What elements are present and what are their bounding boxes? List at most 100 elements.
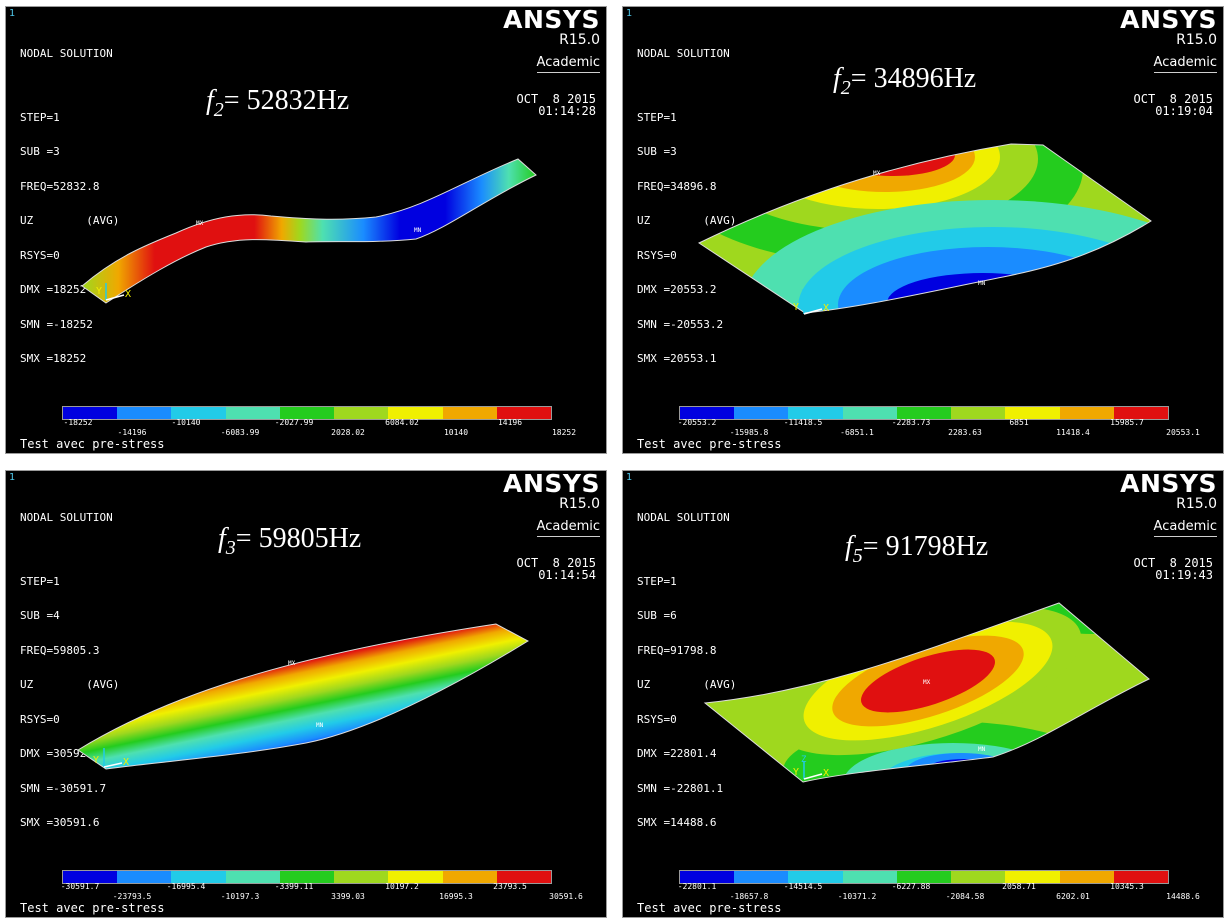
legend-swatch: [1059, 407, 1114, 419]
legend-label: -10197.3: [220, 892, 260, 901]
deformed-plate-shape: [705, 603, 1149, 782]
brand-edition: Academic: [1153, 519, 1217, 537]
header-line: STEP=1: [637, 574, 677, 588]
freq-symbol: f: [833, 63, 841, 94]
min-marker: MN: [316, 722, 324, 729]
brand-edition: Academic: [536, 55, 600, 73]
freq-value: = 59805Hz: [235, 523, 362, 554]
legend-swatch: [896, 871, 952, 883]
freq-value: = 34896Hz: [850, 63, 977, 94]
legend-swatch: [171, 871, 226, 883]
header-line: SUB =6: [637, 609, 677, 622]
min-marker: MN: [978, 746, 986, 753]
mode-shape-plot: MX MN Z Y X: [697, 143, 1152, 315]
header-line: NODAL SOLUTION: [637, 47, 730, 60]
date-text: OCT 8 2015: [1133, 92, 1213, 106]
legend-swatch: [1113, 407, 1168, 419]
ansys-logo: ANSYS R15.0 Academic: [1120, 471, 1217, 537]
legend-swatch: [496, 871, 551, 883]
header-line: RSYS=0: [20, 248, 60, 262]
freq-symbol: f: [218, 523, 226, 554]
triad-icon: Z Y X: [793, 755, 829, 780]
legend-label: 3399.03: [331, 892, 365, 901]
legend-label: 10140: [443, 428, 469, 437]
header-line: SUB =4: [20, 609, 60, 622]
legend-label: 6851: [1009, 418, 1029, 427]
legend-label: 11418.4: [1056, 428, 1090, 437]
freq-value: = 91798Hz: [862, 531, 989, 562]
legend-label: -16995.4: [166, 882, 206, 891]
axis-x-label: X: [823, 303, 829, 314]
deformed-plate-shape: [78, 624, 528, 769]
axis-x-label: X: [123, 757, 129, 768]
header-line: SMX =18252: [20, 352, 87, 365]
window-number: 1: [9, 8, 16, 19]
header-line: UZ (AVG): [20, 678, 120, 691]
legend-swatch: [680, 871, 735, 883]
legend-swatch: [788, 871, 843, 883]
legend-label: 23793.5: [493, 882, 527, 891]
header-line: DMX =20553.2: [637, 283, 717, 296]
legend-swatch: [951, 407, 1006, 419]
header-line: UZ (AVG): [637, 214, 737, 227]
legend-swatch: [117, 407, 172, 419]
frequency-annotation: f2= 34896Hz: [833, 63, 977, 99]
brand-name: ANSYS: [503, 6, 600, 34]
header-line: FREQ=91798.8: [637, 643, 717, 657]
header-line: FREQ=52832.8: [20, 179, 100, 193]
deformed-plate-shape: [699, 144, 1151, 313]
mode-shape-plot: MX MN Y X: [81, 158, 537, 304]
legend-label: 14488.6: [1166, 892, 1200, 901]
legend-label: 18252: [551, 428, 577, 437]
legend-label: -10371.2: [837, 892, 877, 901]
legend-swatch: [1059, 871, 1114, 883]
legend-swatch: [117, 871, 172, 883]
header-line: SUB =3: [20, 145, 60, 158]
ansys-logo: ANSYS R15.0 Academic: [1120, 7, 1217, 73]
legend-label: 14196: [497, 418, 523, 427]
legend-label: 6202.01: [1056, 892, 1090, 901]
legend-swatch: [788, 407, 843, 419]
legend-swatch: [1005, 871, 1060, 883]
header-line: DMX =22801.4: [637, 747, 717, 760]
plot-caption: Test avec pre-stress: [637, 901, 782, 915]
freq-value: = 52832Hz: [223, 85, 350, 116]
legend-label: -23793.5: [112, 892, 152, 901]
legend-swatch: [1113, 871, 1168, 883]
brand-version: R15.0: [1176, 496, 1217, 512]
legend-swatch: [680, 407, 735, 419]
freq-symbol: f: [206, 85, 214, 116]
legend-label: 10197.2: [385, 882, 419, 891]
brand-name: ANSYS: [1120, 470, 1217, 498]
header-line: SMN =-20553.2: [637, 317, 724, 331]
axis-x-label: X: [125, 289, 131, 300]
legend-swatch: [951, 871, 1006, 883]
max-marker: MX: [873, 170, 881, 177]
axis-y-label: Y: [96, 286, 102, 297]
date-text: OCT 8 2015: [1133, 556, 1213, 570]
header-line: FREQ=34896.8: [637, 179, 717, 193]
legend-label: -6851.1: [840, 428, 874, 437]
header-line: STEP=1: [637, 110, 677, 124]
axis-z-label: Z: [801, 289, 807, 299]
ansys-logo: ANSYS R15.0 Academic: [503, 7, 600, 73]
axis-z-label: Z: [801, 755, 807, 765]
legend-label: -20553.2: [677, 418, 717, 427]
contour-legend-bar: [62, 406, 552, 420]
deformed-beam-shape: [81, 158, 537, 304]
brand-version: R15.0: [1176, 32, 1217, 48]
legend-swatch: [842, 407, 897, 419]
legend-label: 15985.7: [1110, 418, 1144, 427]
legend-label: -2027.99: [274, 418, 314, 427]
legend-label: 16995.3: [439, 892, 473, 901]
plot-caption: Test avec pre-stress: [20, 901, 165, 915]
header-line: SMX =14488.6: [637, 816, 717, 829]
legend-label: -6227.88: [891, 882, 931, 891]
plot-caption: Test avec pre-stress: [637, 437, 782, 451]
legend-label: -10140: [171, 418, 201, 427]
solution-header: NODAL SOLUTION STEP=1 SUB =6 FREQ=91798.…: [637, 489, 736, 852]
triad-icon: Y X: [96, 283, 131, 301]
legend-label: -3399.11: [274, 882, 314, 891]
legend-swatch: [442, 871, 497, 883]
